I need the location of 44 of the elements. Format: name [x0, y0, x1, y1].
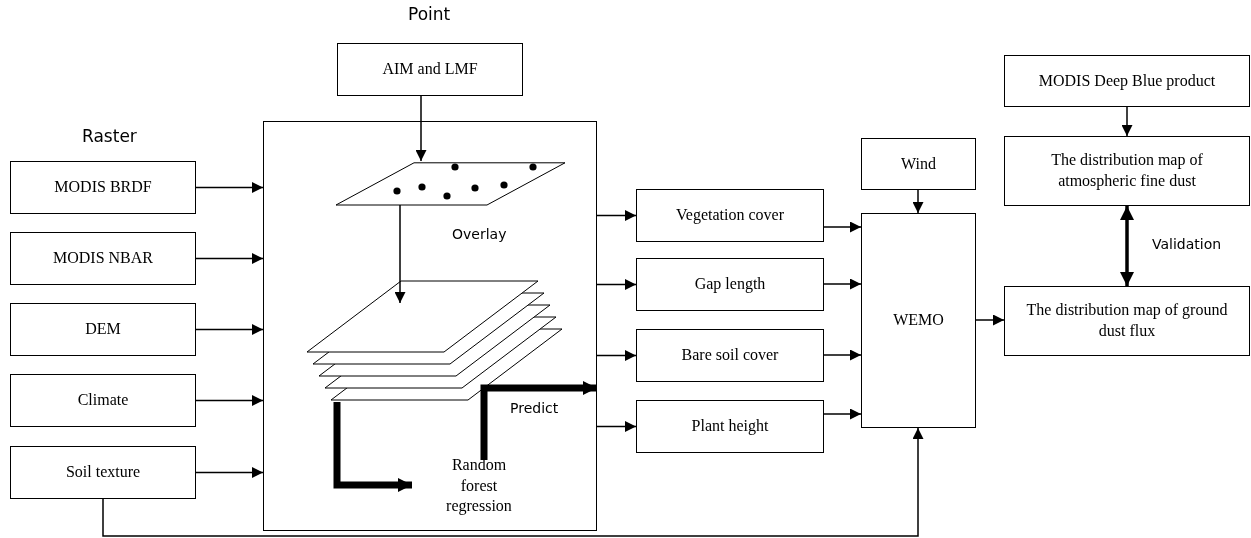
process-box: MODIS Deep Blue product: [1004, 55, 1250, 107]
process-box: Gap length: [636, 258, 824, 311]
process-box: The distribution map of atmospheric fine dust: [1004, 136, 1250, 206]
arrow: [823, 408, 862, 420]
arrow: [195, 182, 264, 193]
process-box: The distribution map of ground dust flux: [1004, 286, 1250, 356]
process-box: AIM and LMF: [337, 43, 523, 96]
arrow: [975, 314, 1005, 326]
arrow: [823, 278, 862, 290]
process-box: Soil texture: [10, 446, 196, 499]
arrow: [596, 279, 637, 290]
arrow: [394, 204, 406, 304]
arrow: [102, 427, 924, 537]
arrow: [195, 324, 264, 335]
process-box: WEMO: [861, 213, 976, 428]
arrow: [596, 421, 637, 432]
arrow: [195, 253, 264, 264]
arrow: [195, 467, 264, 478]
process-text: Random forest regression: [445, 454, 513, 517]
raster-layer-drawing: [335, 162, 566, 206]
arrow: [596, 350, 637, 361]
group-heading: Point: [408, 4, 451, 24]
process-box: Bare soil cover: [636, 329, 824, 382]
process-block: [263, 121, 597, 531]
arrow: [596, 210, 637, 221]
group-heading: Raster: [82, 126, 137, 146]
process-box: Climate: [10, 374, 196, 427]
edge-label: Overlay: [452, 226, 507, 242]
arrow: [415, 95, 427, 162]
edge-label: Validation: [1152, 236, 1222, 252]
arrow: [823, 221, 862, 233]
arrow: [912, 189, 924, 214]
arrow: [823, 349, 862, 361]
process-box: Wind: [861, 138, 976, 190]
arrow: [195, 395, 264, 406]
process-box: DEM: [10, 303, 196, 356]
arrow: [1120, 206, 1134, 286]
process-box: Vegetation cover: [636, 189, 824, 242]
process-box: Plant height: [636, 400, 824, 453]
raster-layer-drawing: [306, 280, 564, 402]
process-box: MODIS NBAR: [10, 232, 196, 285]
arrow: [1121, 106, 1133, 137]
process-box: MODIS BRDF: [10, 161, 196, 214]
edge-label: Predict: [510, 400, 559, 416]
